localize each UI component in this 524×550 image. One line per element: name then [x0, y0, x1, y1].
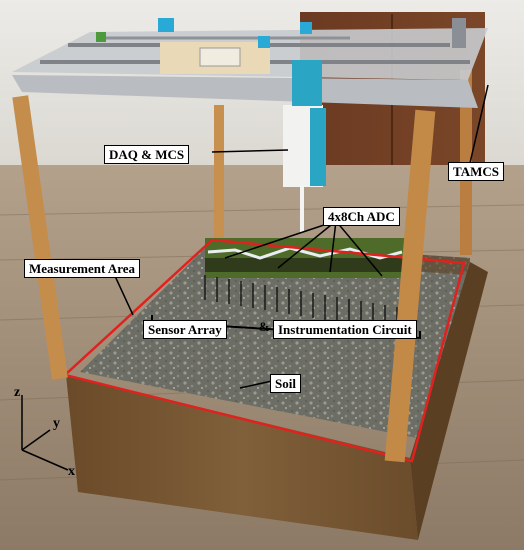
label-tamcs: TAMCS [448, 162, 504, 181]
soil-surface [80, 241, 470, 440]
gantry-frame [12, 75, 478, 108]
daq-pointer [211, 149, 289, 153]
tamcs-pointer [469, 84, 489, 164]
label-ampersand: & [258, 319, 270, 334]
soil-pointer [239, 380, 273, 389]
carriage-clamp-1 [158, 18, 174, 32]
axis-label-x: x [68, 464, 75, 479]
label-measurement-area: Measurement Area [24, 259, 141, 278]
measurement-area-pointer [114, 275, 134, 316]
axis-label-z: z [14, 385, 21, 400]
label-sensor-array: Sensor Array [143, 320, 227, 339]
adc-pointer-3 [329, 220, 337, 273]
box-right-wall [410, 262, 488, 540]
adc-pointer-1 [224, 220, 337, 259]
adc-pointer-4 [335, 220, 383, 277]
measurement-area-boundary [62, 238, 466, 463]
label-adc: 4x8Ch ADC [323, 207, 400, 226]
carriage-clamp-2 [258, 36, 270, 48]
front-leg-right [384, 109, 436, 463]
adc-pointer-2 [277, 220, 337, 269]
box-front-wall [66, 375, 418, 540]
label-daq-mcs: DAQ & MCS [104, 145, 190, 164]
front-leg-left [12, 95, 68, 380]
carriage-clamp-3 [300, 22, 312, 34]
label-instrumentation-circuit: Instrumentation Circuit [273, 320, 417, 339]
axis-label-y: y [53, 416, 60, 431]
back-leg-left [214, 105, 224, 253]
coordinate-axes [21, 395, 69, 471]
label-soil: Soil [270, 374, 301, 393]
